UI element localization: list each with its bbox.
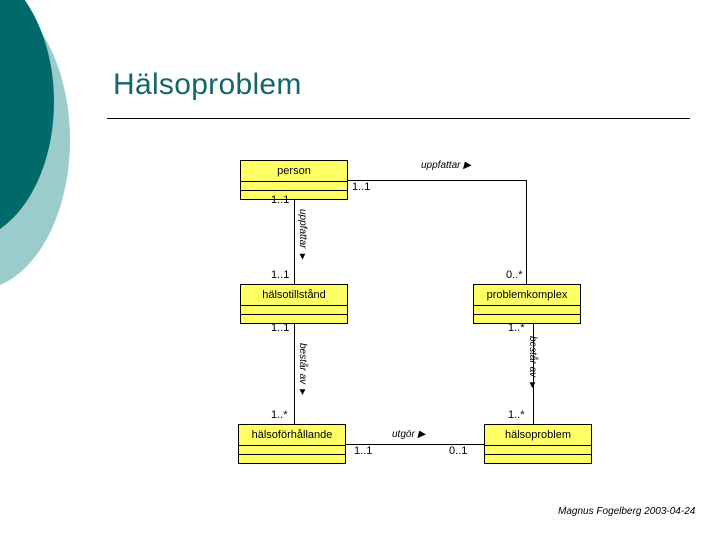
multiplicity-problemkomplex-bottom: 1..* [508, 322, 525, 334]
association-label-uppfattar-top: uppfattar ▶ [421, 160, 471, 171]
uml-class-halsotillstand-attributes [241, 306, 347, 315]
uml-class-halsotillstand-name: hälsotillstånd [241, 285, 347, 306]
uml-class-problemkomplex[interactable]: problemkomplex [473, 284, 581, 324]
multiplicity-halsotillstand-bottom: 1..1 [271, 322, 290, 334]
uml-class-halsoforhallande[interactable]: hälsoförhållande [238, 424, 346, 464]
uml-class-halsoproblem[interactable]: hälsoproblem [484, 424, 592, 464]
multiplicity-person-right: 1..1 [352, 181, 371, 193]
uml-class-halsoforhallande-operations [239, 455, 345, 463]
association-line-person-problemkomplex-horizontal [347, 180, 526, 181]
association-line-problemkomplex-halsoproblem [533, 320, 534, 424]
uml-class-problemkomplex-name: problemkomplex [474, 285, 580, 306]
association-line-person-halsotillstand [294, 200, 295, 284]
association-label-bestar-av-left: består av ▼ [297, 343, 308, 398]
uml-class-halsoproblem-attributes [485, 446, 591, 455]
uml-class-halsotillstand[interactable]: hälsotillstånd [240, 284, 348, 324]
title-divider [107, 118, 690, 119]
association-label-utgor: utgör ▶ [392, 429, 426, 440]
uml-class-problemkomplex-operations [474, 315, 580, 323]
multiplicity-person-bottom: 1..1 [271, 194, 290, 206]
uml-class-halsoforhallande-attributes [239, 446, 345, 455]
uml-class-problemkomplex-attributes [474, 306, 580, 315]
multiplicity-halsoforhallande-right: 1..1 [354, 445, 373, 457]
association-label-uppfattar-side: uppfattar ▼ [297, 209, 308, 263]
uml-class-halsotillstand-operations [241, 315, 347, 323]
uml-class-person[interactable]: person [240, 160, 348, 200]
multiplicity-halsotillstand-top: 1..1 [271, 269, 290, 281]
uml-class-person-attributes [241, 182, 347, 191]
multiplicity-halsoforhallande-top: 1..* [271, 409, 288, 421]
uml-class-halsoforhallande-name: hälsoförhållande [239, 425, 345, 446]
page-title: Hälsoproblem [113, 68, 302, 101]
association-line-halsotillstand-halsoforhallande [294, 320, 295, 424]
association-label-bestar-av-right: består av ▼ [527, 336, 538, 391]
multiplicity-halsoproblem-top: 1..* [508, 409, 525, 421]
multiplicity-halsoproblem-left: 0..1 [449, 445, 468, 457]
uml-class-person-name: person [241, 161, 347, 182]
multiplicity-problemkomplex-top: 0..* [506, 269, 523, 281]
association-line-person-problemkomplex-vertical [526, 180, 527, 284]
association-line-halsoforhallande-halsoproblem [346, 444, 484, 445]
uml-class-halsoproblem-operations [485, 455, 591, 463]
uml-class-person-operations [241, 191, 347, 199]
uml-class-halsoproblem-name: hälsoproblem [485, 425, 591, 446]
footer-credit: Magnus Fogelberg 2003-04-24 [558, 506, 696, 517]
